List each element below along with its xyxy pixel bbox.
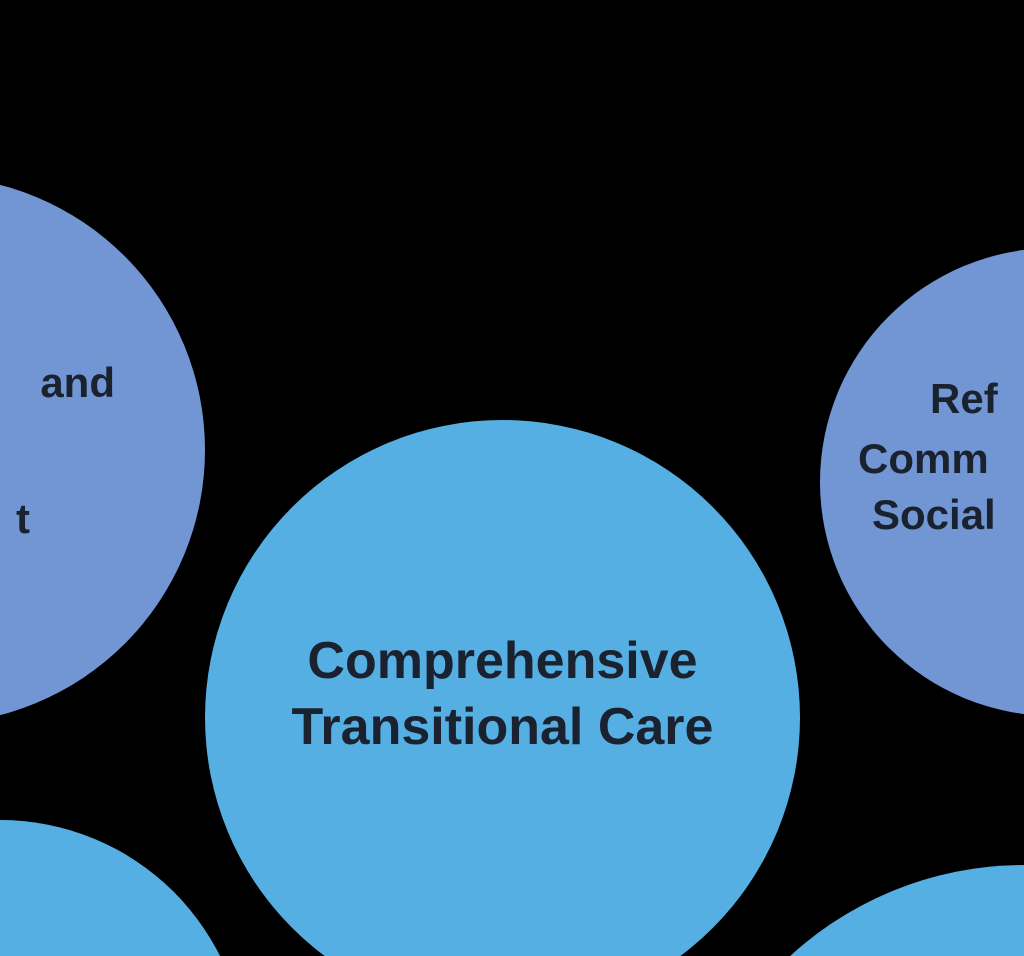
right-circle-label-fragment-1: Ref bbox=[930, 375, 998, 422]
right-circle bbox=[820, 248, 1024, 716]
left-circle bbox=[0, 176, 205, 724]
left-circle-label-fragment-1: and bbox=[40, 359, 115, 406]
center-label-line-2: Transitional Care bbox=[291, 698, 714, 756]
right-circle-label-fragment-2: Comm bbox=[858, 435, 989, 482]
center-circle bbox=[205, 420, 800, 956]
left-circle-label-fragment-2: t bbox=[16, 495, 30, 542]
center-circle-label: Comprehensive Transitional Care bbox=[205, 628, 800, 760]
center-label-line-1: Comprehensive bbox=[307, 632, 698, 690]
right-circle-label-fragment-3: Social bbox=[872, 491, 996, 538]
bottom-left-circle bbox=[0, 820, 246, 956]
